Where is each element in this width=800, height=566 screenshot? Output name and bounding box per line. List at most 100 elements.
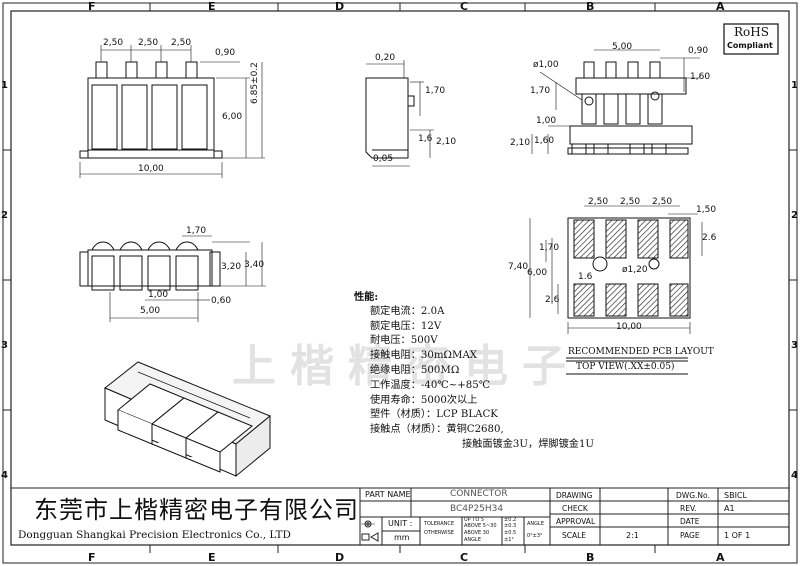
dim-pcb-pitch-2: 2,50 — [620, 197, 641, 207]
dim-pcb-pitch-1: 2,50 — [588, 197, 609, 207]
unit-label: UNIT : — [388, 519, 413, 528]
page-value: 1 OF 1 — [724, 531, 751, 540]
scale-value: 2:1 — [626, 531, 639, 540]
row-label-2: 2 — [1, 210, 8, 221]
dim-total-height: 6.85±0.2 — [250, 62, 260, 104]
dwg-no-value: SBICL — [724, 491, 747, 500]
column-label-a-bottom: A — [716, 551, 725, 564]
dim-right-5-00: 5,00 — [612, 42, 633, 52]
column-label-b-bottom: B — [586, 551, 595, 564]
column-label-d-bottom: D — [335, 551, 345, 564]
dim-pcb-hole: ø1,20 — [622, 265, 648, 275]
dim-side-1-6: 1,6 — [418, 134, 433, 144]
part-name-label: PART NAME — [365, 490, 411, 499]
column-label-f-bottom: F — [88, 551, 96, 564]
dim-pcb-1-50: 1,50 — [696, 205, 717, 215]
dim-right-1-60: 1,60 — [690, 72, 711, 82]
dim-right-hole: ø1,00 — [533, 60, 559, 70]
rohs-badge — [723, 23, 779, 55]
dim-pcb-1-70: 1,70 — [539, 243, 560, 253]
dim-fb-1-70: 1,70 — [186, 226, 207, 236]
company-name-en: Dongguan Shangkai Precision Electronics … — [18, 529, 291, 541]
row-label-4: 4 — [1, 470, 8, 481]
column-label-c: C — [460, 0, 469, 13]
tolerance-label: TOLERANCE — [424, 521, 455, 527]
side-view — [365, 60, 434, 167]
row-label-3: 3 — [1, 340, 8, 351]
angle-value: 0°±3° — [527, 533, 543, 539]
dim-right-1-70: 1,70 — [530, 86, 551, 96]
otherwise-label: OTHERWISE — [424, 530, 454, 536]
unit-value: mm — [394, 533, 410, 542]
isometric-view — [104, 361, 271, 478]
rev-value: A1 — [724, 504, 735, 513]
dim-fb-5-00: 5,00 — [140, 306, 161, 316]
dim-side-2-10: 2,10 — [436, 137, 457, 147]
dim-width: 10,00 — [138, 164, 164, 174]
spec-rated-voltage: 额定电压：12V — [370, 320, 442, 332]
dim-pcb-2-6-bottom: 2.6 — [545, 295, 560, 305]
check-label: CHECK — [562, 504, 588, 513]
row-label-2-right: 2 — [791, 210, 798, 221]
tol-range-4: ANGLE — [464, 537, 481, 543]
dim-fb-1-00: 1,00 — [148, 290, 169, 300]
rohs-subtitle: Compliant — [727, 41, 773, 50]
dim-right-0-90: 0,90 — [688, 46, 709, 56]
dim-pcb-6-00: 6,00 — [527, 268, 548, 278]
dim-fb-3-40: 3,40 — [244, 260, 265, 270]
dim-pcb-7-40: 7,40 — [508, 262, 529, 272]
column-label-a: A — [716, 0, 725, 13]
date-label: DATE — [680, 517, 700, 526]
tol-range-2: ABOVE 5~30 — [464, 523, 497, 529]
spec-plastic-material: 塑件（材质）：LCP BLACK — [370, 409, 498, 421]
dim-side-top: 0,20 — [375, 53, 396, 63]
dim-pin-height: 0,90 — [215, 48, 236, 58]
dim-right-1-60b: 1,60 — [534, 136, 555, 146]
scale-label: SCALE — [562, 531, 587, 540]
front-view-bottom — [79, 235, 266, 322]
spec-rated-current: 额定电流：2.0A — [370, 305, 445, 317]
column-label-d: D — [335, 0, 345, 13]
dim-fb-0-60: 0,60 — [211, 296, 232, 306]
column-label-e-bottom: E — [208, 551, 216, 564]
tol-value-1: ±0.2 — [504, 517, 517, 523]
spec-insulation-resistance: 绝缘电阻：500MΩ — [370, 364, 460, 376]
dim-pcb-1-6: 1.6 — [578, 272, 593, 282]
front-view-top — [79, 45, 265, 178]
dim-side-1-70: 1,70 — [425, 86, 446, 96]
row-label-4-right: 4 — [791, 470, 798, 481]
row-label-1: 1 — [1, 80, 8, 91]
part-name-value: CONNECTOR — [450, 489, 508, 499]
spec-lifespan: 使用寿命：5000次以上 — [370, 394, 478, 406]
tol-range-1: UP TO 5 — [464, 517, 485, 523]
spec-contact-material: 接触点（材质）：黄铜C2680, — [370, 424, 504, 436]
spec-operating-temperature: 工作温度：-40℃~+85℃ — [370, 379, 491, 391]
dwg-no-label: DWG.No. — [676, 491, 710, 500]
dim-pitch-2: 2,50 — [138, 38, 159, 48]
specifications-title: 性能: — [354, 291, 379, 303]
part-number-value: BC4P25H34 — [450, 504, 504, 514]
pcb-layout-subtitle: TOP VIEW(.XX±0.05) — [576, 362, 675, 372]
pcb-layout-title: RECOMMENDED PCB LAYOUT — [568, 347, 714, 357]
dim-pcb-width: 10,00 — [616, 322, 642, 332]
tol-value-4: ±1° — [504, 537, 514, 543]
company-name-cn: 东莞市上楷精密电子有限公司 — [34, 496, 359, 524]
title-block — [11, 487, 789, 545]
top-view-right — [531, 49, 700, 155]
tol-value-2: ±0.3 — [504, 523, 517, 529]
drawing-label: DRAWING — [556, 491, 593, 500]
dim-side-0-05: 0,05 — [373, 154, 394, 164]
pcb-layout — [529, 205, 703, 334]
specifications-block: 性能: 额定电流：2.0A 额定电压：12V 耐电压：500V 接触电阻：30m… — [340, 290, 594, 453]
column-label-c-bottom: C — [460, 551, 469, 564]
pcb-pads — [573, 219, 689, 317]
dim-pitch-1: 2,50 — [103, 38, 124, 48]
angle-label: ANGLE — [527, 521, 544, 527]
dim-pitch-3: 2,50 — [171, 38, 192, 48]
approval-label: APPROVAL — [556, 517, 596, 526]
page-label: PAGE — [680, 531, 700, 540]
watermark-text: 上楷精密电子 — [232, 341, 580, 392]
